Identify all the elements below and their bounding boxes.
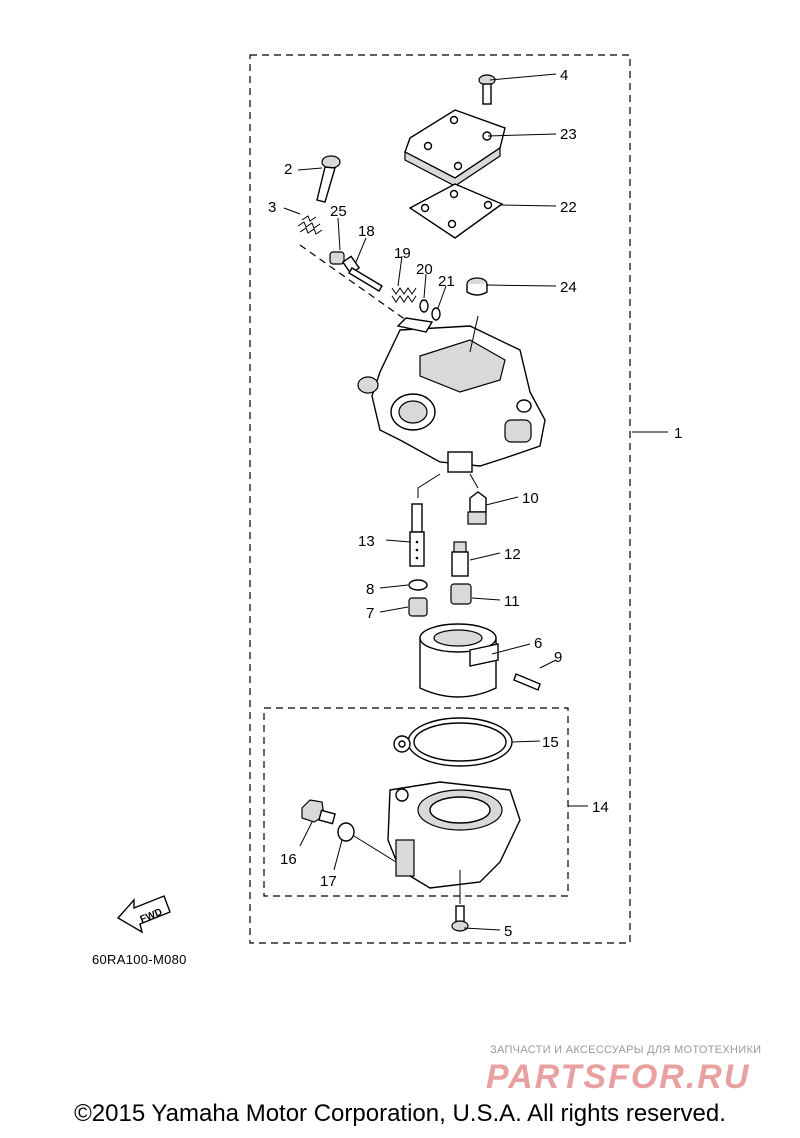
callout-25: 25 <box>330 203 347 220</box>
watermark-tagline: ЗАПЧАСТИ И АКСЕССУАРЫ ДЛЯ МОТОТЕХНИКИ <box>490 1044 762 1056</box>
callout-1: 1 <box>674 425 682 442</box>
callout-24: 24 <box>560 279 577 296</box>
part-spring-19 <box>391 287 417 303</box>
callout-22: 22 <box>560 199 577 216</box>
part-oring-8 <box>408 579 428 591</box>
part-oring-20 <box>419 299 429 313</box>
axis-line <box>299 244 421 331</box>
callout-4: 4 <box>560 67 568 84</box>
callout-14: 14 <box>592 799 609 816</box>
part-float-6 <box>419 623 499 698</box>
part-needle-18 <box>341 255 383 292</box>
callout-6: 6 <box>534 635 542 652</box>
subassembly-boundary <box>263 707 569 897</box>
callout-3: 3 <box>268 199 276 216</box>
callout-18: 18 <box>358 223 375 240</box>
part-plug-25 <box>329 251 345 265</box>
callout-13: 13 <box>358 533 375 550</box>
leader-lines <box>283 73 668 931</box>
callout-11: 11 <box>504 593 520 610</box>
part-pin-9 <box>513 673 541 691</box>
callout-2: 2 <box>284 161 292 178</box>
callout-5: 5 <box>504 923 512 940</box>
part-washer-17 <box>337 822 355 842</box>
part-gasket-15 <box>393 717 513 767</box>
callout-23: 23 <box>560 126 577 143</box>
part-cover-23 <box>404 109 506 187</box>
part-tube-13 <box>409 503 425 567</box>
callout-16: 16 <box>280 851 297 868</box>
callout-12: 12 <box>504 546 521 563</box>
part-gasket-22 <box>408 183 504 239</box>
part-plug-11 <box>450 583 472 605</box>
callout-7: 7 <box>366 605 374 622</box>
part-plug-7 <box>408 597 428 617</box>
part-cap-24 <box>466 277 488 296</box>
part-screw-2 <box>316 155 341 203</box>
watermark-logo: PARTSFOR.RU <box>486 1058 751 1096</box>
part-screw-16 <box>301 799 336 825</box>
part-screw-4 <box>478 74 496 105</box>
part-screw-5 <box>451 905 469 932</box>
part-jet-10 <box>467 491 487 525</box>
callout-8: 8 <box>366 581 374 598</box>
part-jet-12 <box>451 541 469 577</box>
drawing-code: 60RA100-M080 <box>92 952 187 967</box>
fwd-arrow-icon: FWD <box>116 895 171 934</box>
callout-19: 19 <box>394 245 411 262</box>
callout-10: 10 <box>522 490 539 507</box>
callout-9: 9 <box>554 649 562 666</box>
assembly-boundary <box>249 54 631 944</box>
copyright-text: ©2015 Yamaha Motor Corporation, U.S.A. A… <box>74 1100 726 1127</box>
part-oring-21 <box>431 307 441 321</box>
callout-20: 20 <box>416 261 433 278</box>
callout-17: 17 <box>320 873 337 890</box>
callout-21: 21 <box>438 273 455 290</box>
part-spring-3 <box>297 215 323 235</box>
part-float-chamber <box>387 781 521 889</box>
part-carburetor-body-1 <box>357 317 546 473</box>
callout-15: 15 <box>542 734 559 751</box>
